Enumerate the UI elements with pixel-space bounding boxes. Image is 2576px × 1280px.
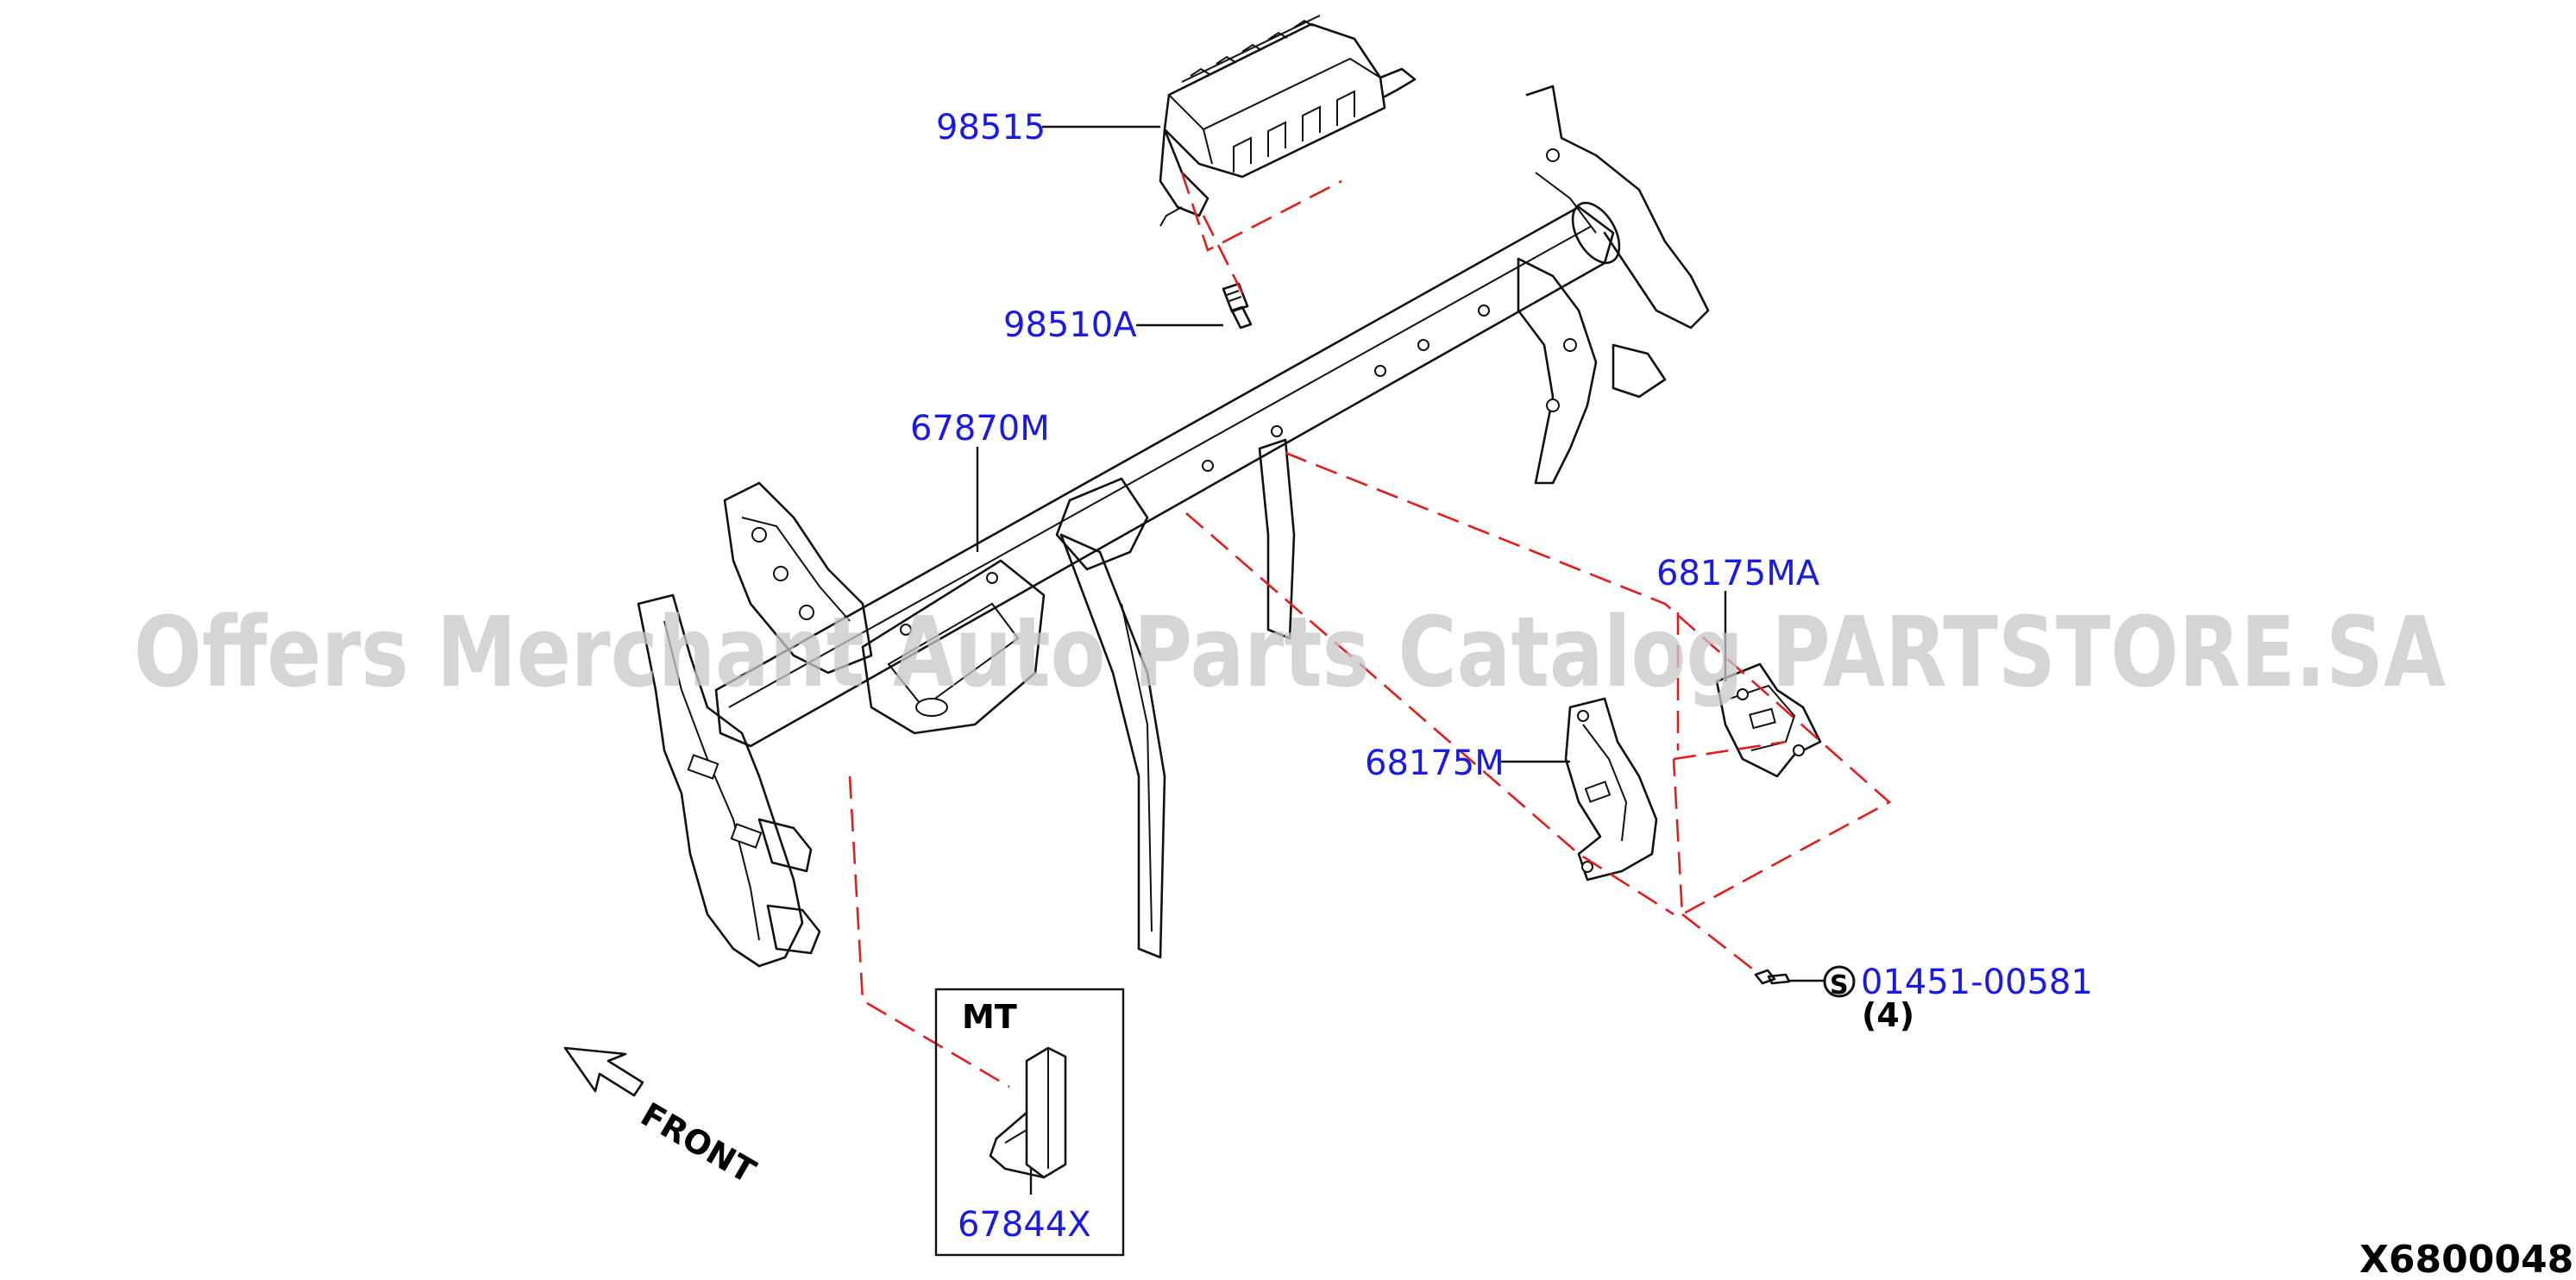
label-01451-00581[interactable]: 01451-00581 [1861,963,2093,1002]
label-67870m[interactable]: 67870M [910,409,1050,449]
screw-symbol-letter: S [1830,970,1849,1001]
inset-title: MT [962,998,1017,1036]
front-label: FRONT [635,1095,763,1191]
label-screw-qty: (4) [1862,996,1914,1034]
airbag-bolt[interactable] [1222,282,1253,329]
mt-bracket-part[interactable] [989,1046,1067,1179]
diagram-code: X6800048 [2359,1238,2573,1280]
label-68175m[interactable]: 68175M [1365,744,1505,783]
bracket-68175m[interactable] [1564,697,1658,882]
bracket-68175ma[interactable] [1715,662,1822,778]
mt-inset-box: MT [934,988,1125,1257]
steering-member-beam[interactable] [637,85,1710,968]
label-98510a[interactable]: 98510A [1003,305,1137,345]
watermark: Offers Merchant Auto Parts Catalog PARTS… [134,597,2446,709]
screw-symbol: S [1823,965,1856,1001]
airbag-module[interactable] [1159,15,1417,227]
front-direction-arrow: FRONT [563,1046,763,1191]
label-67844x[interactable]: 67844X [958,1205,1091,1245]
leader-lines [976,125,1825,1195]
screw-01451-00581[interactable] [1754,969,1791,985]
assembly-guide-lines [848,172,1892,1089]
label-98515[interactable]: 98515 [936,108,1046,147]
label-68175ma[interactable]: 68175MA [1656,554,1820,593]
